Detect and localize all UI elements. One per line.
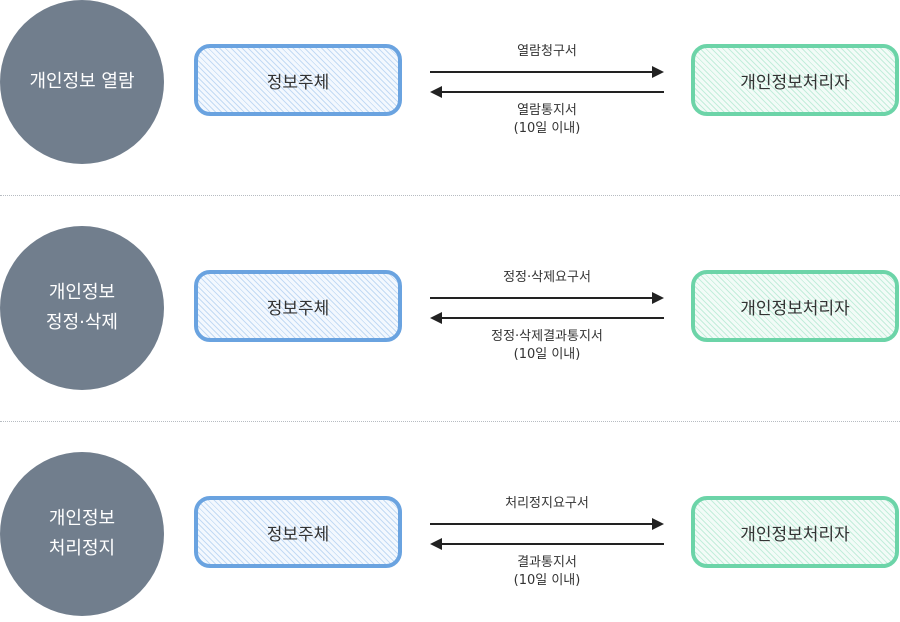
response-label: 열람통지서 <box>517 103 577 118</box>
row-correction: 개인정보 정정·삭제 정보주체 정정·삭제요구서 정정·삭제결과통지서 (10일… <box>0 226 900 396</box>
subject-box: 정보주체 <box>194 44 402 116</box>
request-label: 처리정지요구서 <box>505 496 589 511</box>
response-arrowhead <box>430 312 442 324</box>
subject-label: 정보주체 <box>266 524 330 545</box>
response-label: 결과통지서 <box>517 555 577 570</box>
handler-label: 개인정보처리자 <box>740 524 850 545</box>
handler-label: 개인정보처리자 <box>740 298 850 319</box>
process-circle-correction: 개인정보 정정·삭제 <box>0 226 164 390</box>
circle-label-line-1: 개인정보 <box>48 282 116 303</box>
row-suspension: 개인정보 처리정지 정보주체 처리정지요구서 결과통지서 (10일 이내) 개인… <box>0 452 900 622</box>
circle-label-line-2: 처리정지 <box>48 538 116 559</box>
response-arrowhead <box>430 538 442 550</box>
response-label: 정정·삭제결과통지서 <box>491 329 603 344</box>
handler-label: 개인정보처리자 <box>740 72 850 93</box>
subject-label: 정보주체 <box>266 298 330 319</box>
request-arrowhead <box>652 518 664 530</box>
deadline-note: (10일 이내) <box>513 347 581 362</box>
process-circle-suspension: 개인정보 처리정지 <box>0 452 164 616</box>
request-label: 정정·삭제요구서 <box>503 270 591 285</box>
circle-label-line-2: 정정·삭제 <box>46 312 118 333</box>
flow-arrows <box>430 292 664 324</box>
request-arrowhead <box>652 66 664 78</box>
deadline-note: (10일 이내) <box>513 121 581 136</box>
process-circle-access: 개인정보 열람 <box>0 0 164 164</box>
row-access: 개인정보 열람 정보주체 열람청구서 열람통지서 (10일 이내) 개인정보처리… <box>0 0 900 170</box>
divider <box>0 195 900 196</box>
handler-box: 개인정보처리자 <box>691 270 899 342</box>
subject-box: 정보주체 <box>194 496 402 568</box>
circle-label-line-1: 개인정보 열람 <box>29 71 135 92</box>
flow-arrows <box>430 518 664 550</box>
divider <box>0 421 900 422</box>
deadline-note: (10일 이내) <box>513 573 581 588</box>
handler-box: 개인정보처리자 <box>691 496 899 568</box>
flow-arrows <box>430 66 664 98</box>
request-arrowhead <box>652 292 664 304</box>
handler-box: 개인정보처리자 <box>691 44 899 116</box>
request-label: 열람청구서 <box>517 44 577 59</box>
circle-label-line-1: 개인정보 <box>48 508 116 529</box>
response-arrowhead <box>430 86 442 98</box>
subject-label: 정보주체 <box>266 72 330 93</box>
subject-box: 정보주체 <box>194 270 402 342</box>
